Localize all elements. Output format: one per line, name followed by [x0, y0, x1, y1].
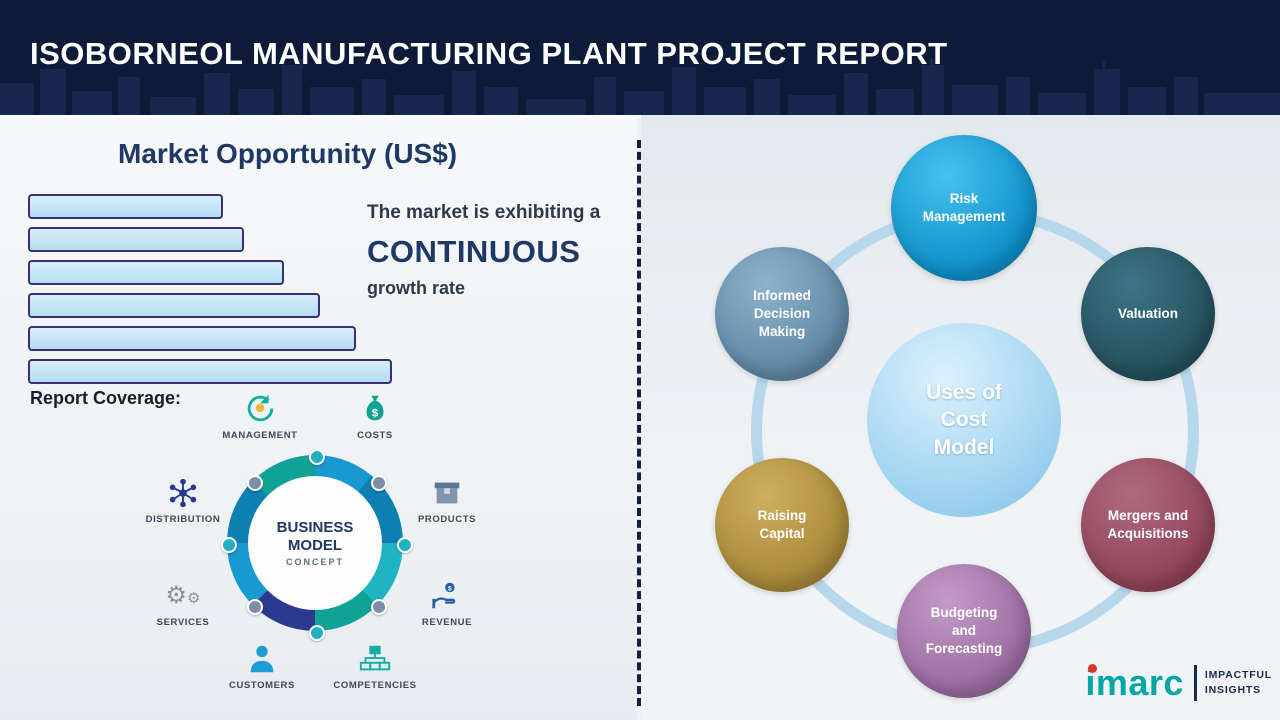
person-icon — [214, 642, 310, 678]
tagline-line2: INSIGHTS — [1204, 684, 1261, 696]
bm-item-label: CUSTOMERS — [229, 680, 295, 691]
market-bar — [28, 194, 223, 219]
org-chart-icon — [327, 642, 423, 678]
market-bar — [28, 260, 284, 285]
bm-item-label: PRODUCTS — [417, 514, 477, 525]
market-opportunity-bar-chart — [28, 194, 392, 392]
logo-tagline: IMPACTFUL INSIGHTS — [1205, 668, 1272, 697]
cost-model-node: Mergers and Acquisitions — [1081, 458, 1215, 592]
cost-model-node: Risk Management — [891, 135, 1037, 281]
cost-model-node: Valuation — [1081, 247, 1215, 381]
ring-dot — [309, 625, 325, 641]
market-bar — [28, 326, 356, 351]
dashed-divider — [637, 140, 641, 706]
bm-item-label: REVENUE — [421, 617, 473, 628]
bm-center-line1: BUSINESS — [276, 519, 354, 537]
growth-line-1: The market is exhibiting a — [367, 202, 601, 223]
hub-label: Uses of Cost Model — [926, 381, 1002, 459]
cost-model-node-label: Risk Management — [922, 190, 1006, 224]
ring-dot — [371, 475, 387, 491]
growth-line-3: growth rate — [367, 278, 466, 298]
bm-item-label: COSTS — [357, 430, 393, 441]
money-bag-icon: $ — [327, 392, 423, 428]
bm-center-line3: CONCEPT — [285, 556, 344, 567]
cost-model-node: Budgeting and Forecasting — [897, 564, 1031, 698]
imarc-wordmark: imarc — [1085, 662, 1184, 704]
svg-text:$: $ — [448, 585, 452, 592]
market-bar — [28, 227, 244, 252]
network-icon — [135, 476, 231, 512]
svg-text:$: $ — [372, 408, 379, 420]
bm-item-costs: $ COSTS — [327, 392, 423, 441]
gears-icon: ⚙⚙ — [165, 582, 201, 609]
hand-coin-icon: $ — [399, 579, 495, 615]
ring-dot — [221, 537, 237, 553]
skyline-decoration — [0, 59, 1280, 115]
header-divider-line — [0, 115, 1280, 118]
bm-item-products: PRODUCTS — [399, 476, 495, 525]
bm-item-competencies: COMPETENCIES — [327, 642, 423, 691]
ring-dot — [309, 449, 325, 465]
bm-item-revenue: $ REVENUE — [399, 579, 495, 628]
cost-model-node: Raising Capital — [715, 458, 849, 592]
market-bar — [28, 293, 320, 318]
logo-separator — [1193, 665, 1197, 701]
market-bar — [28, 359, 392, 384]
market-opportunity-panel: Market Opportunity (US$) The market is e… — [0, 118, 637, 720]
management-icon — [212, 392, 308, 428]
hub-circle: Uses of Cost Model — [867, 323, 1061, 517]
report-coverage-label: Report Coverage: — [30, 388, 182, 408]
ring-dot — [397, 537, 413, 553]
chart-title: Market Opportunity (US$) — [118, 138, 458, 169]
header: ISOBORNEOL MANUFACTURING PLANT PROJECT R… — [0, 0, 1280, 115]
bm-item-label: COMPETENCIES — [333, 680, 417, 691]
bm-item-services: ⚙⚙ SERVICES — [135, 579, 231, 628]
logo-text: imarc — [1085, 662, 1184, 703]
cost-model-node: Informed Decision Making — [715, 247, 849, 381]
imarc-logo: imarc IMPACTFUL INSIGHTS — [1085, 662, 1272, 704]
bm-item-distribution: DISTRIBUTION — [135, 476, 231, 525]
cost-model-node-label: Raising Capital — [757, 507, 807, 541]
bm-item-management: MANAGEMENT — [212, 392, 308, 441]
growth-statement: The market is exhibiting a CONTINUOUS gr… — [367, 202, 637, 299]
tagline-line1: IMPACTFUL — [1204, 669, 1272, 682]
page-title: ISOBORNEOL MANUFACTURING PLANT PROJECT R… — [30, 36, 948, 71]
ring-dot — [371, 599, 387, 615]
ring-dot — [247, 475, 263, 491]
ring-dot — [247, 599, 263, 615]
bm-item-label: SERVICES — [156, 617, 210, 628]
business-model-center-label: BUSINESS MODEL CONCEPT — [227, 455, 403, 631]
cost-model-node-label: Budgeting and Forecasting — [925, 604, 1003, 657]
bm-center-line2: MODEL — [287, 536, 343, 554]
red-pin-icon — [1088, 664, 1098, 673]
cost-model-node-label: Valuation — [1117, 305, 1178, 321]
cost-model-node-label: Informed Decision Making — [753, 287, 811, 340]
package-box-icon — [399, 476, 495, 512]
bm-item-customers: CUSTOMERS — [214, 642, 310, 691]
bm-item-label: MANAGEMENT — [222, 430, 298, 441]
bm-item-label: DISTRIBUTION — [145, 514, 221, 525]
growth-line-2: CONTINUOUS — [367, 234, 581, 269]
cost-model-node-label: Mergers and Acquisitions — [1107, 507, 1189, 541]
